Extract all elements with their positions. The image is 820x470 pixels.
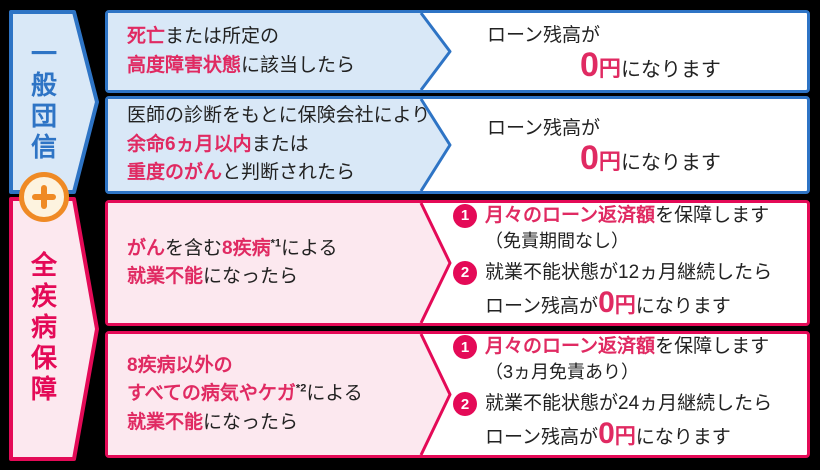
condition-plain: と判断されたら <box>222 162 356 184</box>
result-suffix: になります <box>635 427 731 448</box>
condition-line: 余命6ヵ月以内または <box>127 131 423 160</box>
condition-accent: 8疾病以外の <box>127 354 233 376</box>
result-zero-line: 0円になります <box>580 45 721 84</box>
zero-amount: 0 <box>580 45 599 84</box>
yen-unit: 円 <box>614 293 636 317</box>
general-danshin-pentagon <box>9 10 99 194</box>
benefit-item-1-text: 月々のローン返済額を保障します <box>485 334 769 359</box>
general-danshin-text: 一般団信 <box>27 39 58 164</box>
benefit-plain: を保障します <box>655 336 770 357</box>
step-2-badge: 2 <box>453 392 477 416</box>
benefit-item-1: 1 月々のローン返済額を保障します <box>453 203 803 228</box>
row-death-or-disability: 死亡または所定の 高度障害状態に該当したら ローン残高が 0円になります <box>105 10 810 93</box>
row-terminal-diagnosis: 医師の診断をもとに保険会社により 余命6ヵ月以内または 重度のがんと判断されたら… <box>105 96 810 194</box>
result-prefix: ローン残高が <box>487 24 601 46</box>
all-disease-text: 全疾病保障 <box>27 250 58 406</box>
step-1-badge: 1 <box>453 335 477 359</box>
condition-text: 医師の診断をもとに保険会社により 余命6ヵ月以内または 重度のがんと判断されたら <box>108 99 430 191</box>
zero-amount: 0 <box>580 139 599 178</box>
step-2-badge: 2 <box>453 260 477 285</box>
condition-arrow-shape <box>108 13 452 90</box>
plus-icon <box>19 172 69 222</box>
condition-accent: 重度のがん <box>127 162 223 184</box>
general-danshin-label: 一般団信 <box>8 9 77 194</box>
benefit-plain: 就業不能状態が24ヵ月継続したら <box>485 393 773 414</box>
condition-line: すべての病気やケガ*2による <box>127 380 423 409</box>
benefit-item-2-zero-line: ローン残高が0円になります <box>485 285 803 324</box>
benefit-item-2-text: 就業不能状態が12ヵ月継続したら <box>485 260 772 285</box>
result-suffix: になります <box>620 58 721 81</box>
condition-text: がんを含む8疾病*1による 就業不能になったら <box>108 203 423 323</box>
condition-arrow-shape <box>108 203 452 323</box>
benefit-plain: 就業不能状態が12ヵ月継続したら <box>485 261 773 283</box>
benefit-accent: 月々のローン返済額 <box>485 204 656 226</box>
yen-unit: 円 <box>598 55 621 81</box>
condition-accent: がん <box>127 237 166 259</box>
condition-arrow-shape <box>108 99 452 191</box>
condition-text: 死亡または所定の 高度障害状態に該当したら <box>108 13 423 90</box>
condition-line: 就業不能になったら <box>127 409 423 438</box>
condition-plain: または <box>251 133 309 155</box>
condition-accent: 8疾病 <box>222 237 271 259</box>
footnote-marker: *2 <box>295 382 307 395</box>
result-suffix: になります <box>635 295 731 317</box>
footnote-marker: *1 <box>270 237 282 250</box>
yen-unit: 円 <box>614 425 636 448</box>
result-suffix: になります <box>620 152 721 175</box>
benefit-item-1-text: 月々のローン返済額を保障します <box>485 203 769 228</box>
condition-line: がんを含む8疾病*1による <box>127 235 423 264</box>
result-zero-line: 0円になります <box>580 139 721 178</box>
benefit-item-2-text: 就業不能状態が24ヵ月継続したら <box>485 391 772 416</box>
condition-plain: になったら <box>203 411 299 433</box>
condition-plain: による <box>306 383 363 405</box>
condition-line: 就業不能になったら <box>127 263 423 292</box>
condition-accent: 就業不能 <box>127 266 204 287</box>
condition-plain: または所定の <box>165 26 280 47</box>
condition-plain: 医師の診断をもとに保険会社により <box>127 105 431 127</box>
condition-line: 重度のがんと判断されたら <box>127 159 423 188</box>
result-prefix: ローン残高が <box>487 118 601 140</box>
benefit-item-1-note: （3ヵ月免責あり） <box>485 362 640 382</box>
result-loan-zero: ローン残高が 0円になります <box>487 99 721 191</box>
condition-line: 高度障害状態に該当したら <box>127 52 423 81</box>
benefit-item-1-note: （免責期間なし） <box>485 230 629 251</box>
benefit-item-1: 1 月々のローン返済額を保障します <box>453 334 803 359</box>
zero-amount: 0 <box>598 285 615 319</box>
yen-unit: 円 <box>598 149 621 175</box>
condition-line: 死亡または所定の <box>127 23 423 52</box>
condition-plain: を含む <box>165 237 223 259</box>
condition-accent: 死亡 <box>127 26 166 47</box>
condition-arrow-shape <box>108 334 452 455</box>
benefit-item-2: 2 就業不能状態が24ヵ月継続したら <box>453 391 803 416</box>
all-disease-label: 全疾病保障 <box>8 196 77 460</box>
step-1-badge: 1 <box>453 203 477 228</box>
zero-amount: 0 <box>598 417 615 450</box>
condition-plain: になったら <box>203 266 299 287</box>
condition-line: 8疾病以外の <box>127 352 423 381</box>
result-loan-zero: ローン残高が 0円になります <box>487 13 721 90</box>
benefit-item-2-zero-line: ローン残高が0円になります <box>485 418 803 455</box>
condition-accent: すべての病気やケガ <box>127 383 296 405</box>
condition-text: 8疾病以外の すべての病気やケガ*2による 就業不能になったら <box>108 334 423 455</box>
condition-accent: 就業不能 <box>127 411 204 433</box>
condition-accent: 余命6ヵ月以内 <box>127 133 252 155</box>
condition-line: 医師の診断をもとに保険会社により <box>127 102 430 131</box>
condition-plain: による <box>281 237 338 259</box>
benefit-item-2: 2 就業不能状態が12ヵ月継続したら <box>453 260 803 285</box>
benefit-plain: を保障します <box>655 204 770 226</box>
condition-accent: 高度障害状態 <box>127 54 242 76</box>
result-benefit-list: 1 月々のローン返済額を保障します （3ヵ月免責あり） 2 就業不能状態が24ヵ… <box>453 334 803 455</box>
result-prefix: ローン残高が <box>485 427 599 448</box>
benefit-accent: 月々のローン返済額 <box>485 336 656 357</box>
result-benefit-list: 1 月々のローン返済額を保障します （免責期間なし） 2 就業不能状態が12ヵ月… <box>453 203 803 323</box>
condition-plain: に該当したら <box>241 54 356 76</box>
result-prefix: ローン残高が <box>485 295 599 317</box>
plus-icon-bar-vertical <box>41 185 47 209</box>
row-other-illness-injury: 8疾病以外の すべての病気やケガ*2による 就業不能になったら 1 月々のローン… <box>105 331 810 458</box>
row-eight-diseases: がんを含む8疾病*1による 就業不能になったら 1 月々のローン返済額を保障しま… <box>105 200 810 326</box>
